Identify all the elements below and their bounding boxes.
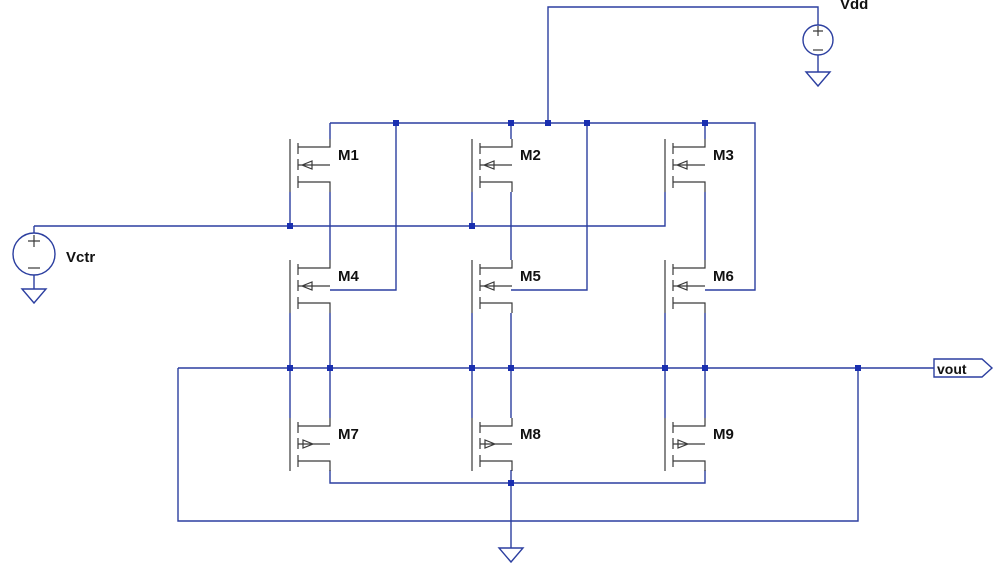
- wires: [34, 6, 934, 548]
- junction-vctr-a: [287, 223, 293, 229]
- wire-feedback: [177, 368, 859, 522]
- junction-rail-b: [508, 120, 514, 126]
- transistor-m8: M8: [471, 418, 541, 471]
- transistor-m5: M5: [471, 260, 541, 313]
- vctr-label: Vctr: [66, 249, 95, 266]
- junction-mid-2: [327, 365, 333, 371]
- transistor-m6: M6: [664, 260, 734, 313]
- output-port-icon[interactable]: [933, 358, 994, 378]
- transistor-m9-icon: [664, 418, 706, 471]
- transistor-m4-label: M4: [338, 268, 359, 285]
- junction-mid-1: [287, 365, 293, 371]
- junction-mid-6: [702, 365, 708, 371]
- transistor-m7: M7: [289, 418, 359, 471]
- transistor-m1-label: M1: [338, 147, 359, 164]
- transistor-m3: M3: [664, 139, 734, 192]
- transistor-m6-label: M6: [713, 268, 734, 285]
- vdd-ground-icon: [804, 71, 832, 88]
- vdd-plus-icon: [813, 26, 823, 36]
- transistor-m2-label: M2: [520, 147, 541, 164]
- source-vdd: Vdd: [802, 0, 868, 88]
- transistor-m2: M2: [471, 139, 541, 192]
- junction-vctr-b: [469, 223, 475, 229]
- junctions: [287, 120, 861, 486]
- junction-gnd: [508, 480, 514, 486]
- ground-icon: [497, 547, 525, 564]
- transistor-m5-icon: [471, 260, 513, 313]
- transistor-m8-label: M8: [520, 426, 541, 443]
- output-port-label: vout: [937, 361, 967, 377]
- junction-rail-a: [393, 120, 399, 126]
- transistor-m5-label: M5: [520, 268, 541, 285]
- vctr-plus-icon: [28, 235, 40, 247]
- transistor-m8-icon: [471, 418, 513, 471]
- transistor-m9-label: M9: [713, 426, 734, 443]
- junction-mid-out: [855, 365, 861, 371]
- junction-mid-4: [508, 365, 514, 371]
- wire-body-m5: [511, 123, 588, 291]
- junction-rail-d: [702, 120, 708, 126]
- source-vctr: Vctr: [12, 226, 95, 305]
- output-port[interactable]: vout: [933, 358, 994, 378]
- transistor-m7-icon: [289, 418, 331, 471]
- wire-top-rail: [330, 122, 756, 291]
- transistor-m7-label: M7: [338, 426, 359, 443]
- wire-gnd-rail: [329, 470, 706, 484]
- transistor-m3-icon: [664, 139, 706, 192]
- junction-mid-5: [662, 365, 668, 371]
- wire-vctr: [34, 192, 666, 227]
- transistor-m1: M1: [289, 139, 359, 192]
- vdd-label: Vdd: [840, 0, 868, 13]
- transistor-m6-icon: [664, 260, 706, 313]
- transistor-m2-icon: [471, 139, 513, 192]
- transistor-m4-icon: [289, 260, 331, 313]
- wire-vdd-feed: [547, 6, 819, 123]
- vctr-ground-icon: [20, 288, 48, 305]
- transistor-m4: M4: [289, 260, 359, 313]
- junction-rail-vdd: [545, 120, 551, 126]
- junction-mid-3: [469, 365, 475, 371]
- wire-body-m4: [330, 123, 397, 291]
- transistor-m3-label: M3: [713, 147, 734, 164]
- transistor-m1-icon: [289, 139, 331, 192]
- transistor-m9: M9: [664, 418, 734, 471]
- junction-rail-c: [584, 120, 590, 126]
